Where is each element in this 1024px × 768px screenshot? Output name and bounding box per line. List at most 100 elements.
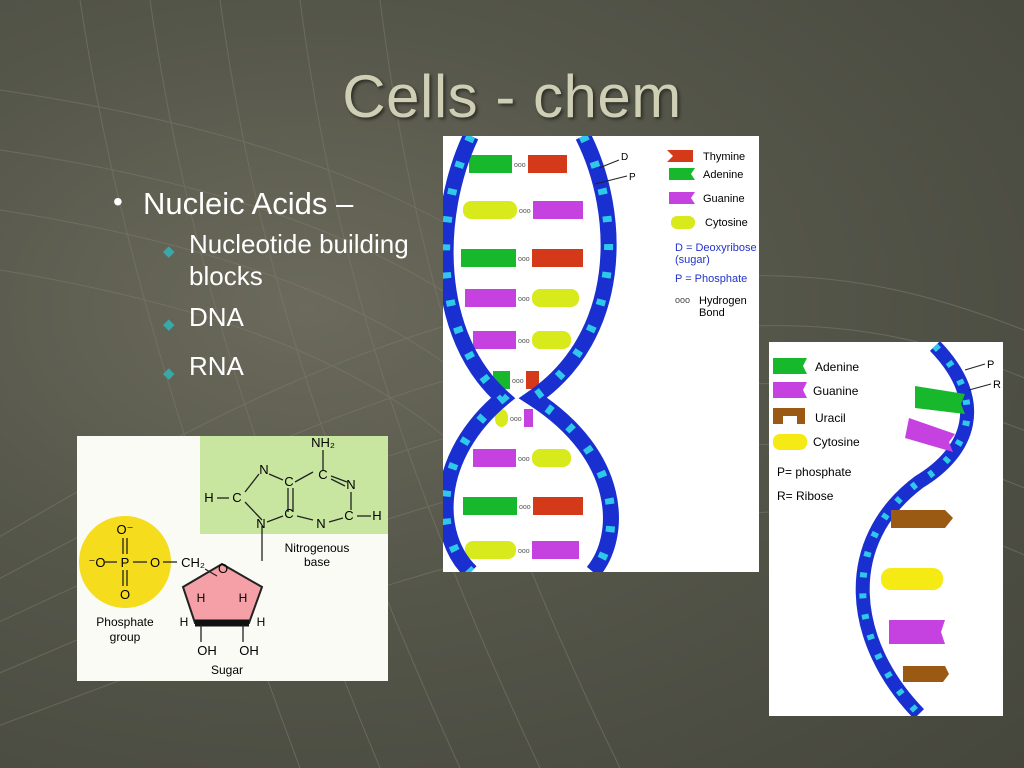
atom-label: OH [239, 643, 259, 658]
pointer-line [968, 383, 992, 391]
rna-legend-phosphate: P= phosphate [777, 465, 852, 479]
pointer-line [964, 363, 986, 371]
strand-d-label: D [621, 152, 628, 163]
dna-base-left-cytosine [465, 541, 516, 559]
atom-label: H [197, 591, 206, 605]
rna-strand-p-label: P [987, 359, 994, 371]
rna-guanine-base [905, 418, 955, 452]
atom-label: C [284, 506, 293, 521]
legend-thymine-swatch [667, 150, 693, 162]
hydrogen-bond-mark: ooo [518, 338, 530, 345]
slide-title: Cells - chem [342, 63, 682, 130]
sub-bullet-text: Nucleotide building blocks [189, 229, 409, 291]
atom-label: NH₂ [311, 436, 335, 450]
legend-phosphate: P = Phosphate [675, 273, 747, 285]
legend-guanine: Guanine [703, 193, 745, 205]
dna-base-left-adenine [461, 249, 516, 267]
rna-legend-guanine-swatch [773, 382, 807, 398]
atom-label: N [259, 462, 268, 477]
rna-legend-uracil-swatch [773, 408, 805, 424]
dna-right-strand [518, 136, 619, 572]
rna-adenine-base [915, 386, 965, 414]
hydrogen-bond-mark: ooo [518, 456, 530, 463]
legend-cytosine-swatch [671, 216, 695, 229]
rna-legend-uracil: Uracil [815, 411, 846, 425]
hydrogen-bond-mark: ooo [514, 162, 526, 169]
diamond-bullet-icon: ◆ [163, 316, 175, 333]
dna-base-left-adenine [463, 497, 517, 515]
hydrogen-bond-mark: ooo [519, 208, 531, 215]
rna-legend-adenine-swatch [773, 358, 807, 374]
bullet-list: • Nucleic Acids – ◆ Nucleotide building … [113, 186, 439, 399]
legend-hydrogen-bond: Hydrogen [699, 295, 747, 307]
dna-base-right-thymine [526, 371, 539, 389]
legend-adenine: Adenine [703, 169, 743, 181]
atom-label: C [344, 508, 353, 523]
dna-base-right-cytosine [532, 449, 571, 467]
rna-guanine-base-2 [889, 620, 945, 644]
atom-label: N [346, 477, 355, 492]
dna-base-right-cytosine [532, 289, 579, 307]
dna-base-left-guanine [473, 331, 516, 349]
atom-label: C [284, 474, 293, 489]
dna-base-right-cytosine [532, 331, 571, 349]
atom-label: O [150, 555, 160, 570]
atom-label: O [218, 561, 228, 576]
legend-thymine: Thymine [703, 151, 745, 163]
sub-bullet-nucleotide: ◆ Nucleotide building blocks [163, 228, 439, 292]
atom-label: H [180, 615, 189, 629]
pointer-line [598, 159, 620, 169]
hydrogen-bond-mark: ooo [518, 256, 530, 263]
atom-label: O [120, 587, 130, 602]
strand-p-label: P [629, 172, 636, 183]
sub-bullet-text: DNA [189, 302, 244, 332]
atom-label: ⁻O [89, 555, 106, 570]
atom-label: H [239, 591, 248, 605]
bullet-main: • Nucleic Acids – [113, 186, 439, 222]
phosphate-label-line: Phosphate [96, 615, 154, 629]
rna-legend-guanine: Guanine [813, 384, 859, 398]
base-label-line: Nitrogenous [285, 541, 350, 555]
atom-label: C [232, 490, 241, 505]
sub-bullet-list: ◆ Nucleotide building blocks ◆ DNA ◆ RNA [163, 228, 439, 390]
rna-uracil-base-2 [903, 666, 949, 682]
atom-label: N [316, 516, 325, 531]
atom-label: N [256, 516, 265, 531]
legend-hydrogen-bond-sub: Bond [699, 307, 725, 319]
rna-legend-cytosine-swatch [773, 434, 807, 450]
rna-legend-ribose: R= Ribose [777, 489, 834, 503]
diamond-bullet-icon: ◆ [163, 243, 175, 260]
legend-guanine-swatch [669, 192, 695, 204]
bullet-main-text: Nucleic Acids – [143, 186, 354, 221]
atom-label: H [204, 490, 213, 505]
hydrogen-bond-mark: ooo [518, 548, 530, 555]
rna-uracil-base [891, 510, 953, 528]
rna-legend-cytosine: Cytosine [813, 435, 860, 449]
dna-base-right-guanine [524, 409, 533, 427]
rna-cytosine-base [881, 568, 943, 590]
hydrogen-bond-mark: ooo [519, 504, 531, 511]
sub-bullet-text: RNA [189, 351, 244, 381]
legend-deoxyribose-sub: (sugar) [675, 254, 710, 266]
bullet-dot-icon: • [113, 186, 123, 217]
base-highlight [200, 436, 388, 534]
dna-left-rungs [443, 136, 510, 572]
hydrogen-bond-mark: ooo [518, 296, 530, 303]
legend-cytosine: Cytosine [705, 217, 748, 229]
atom-label: H [257, 615, 266, 629]
atom-label: C [318, 467, 327, 482]
hydrogen-bond-mark: ooo [512, 378, 524, 385]
phosphate-circle [79, 516, 171, 608]
sub-bullet-rna: ◆ RNA [163, 350, 439, 390]
dna-base-left-guanine [473, 449, 516, 467]
dna-base-left-cytosine [463, 201, 517, 219]
sugar-label: Sugar [211, 663, 243, 677]
legend-deoxyribose: D = Deoxyribose [675, 242, 757, 254]
dna-base-right-guanine [533, 201, 583, 219]
dna-base-right-thymine [528, 155, 567, 173]
atom-label: CH₂ [181, 555, 205, 570]
atom-label: OH [197, 643, 217, 658]
pointer-line [594, 175, 628, 185]
dna-base-left-adenine [469, 155, 512, 173]
